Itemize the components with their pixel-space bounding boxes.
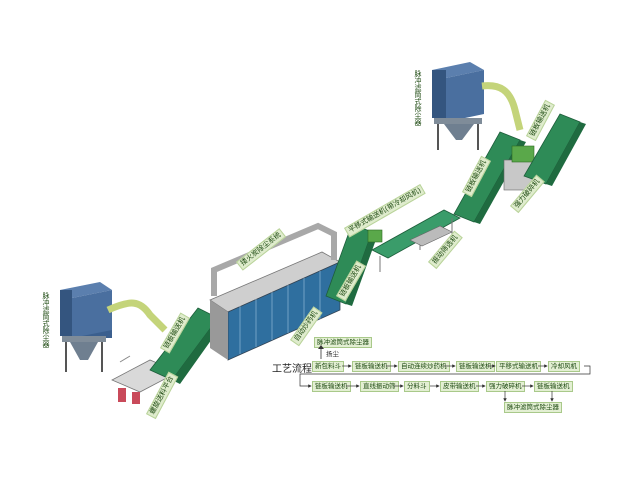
label-dust-collector-right: 脉冲滤筒式除尘器 (414, 70, 422, 126)
flow-r2-0: 链板输送机 (312, 381, 351, 392)
flow-dust-bottom: 脉冲滤筒式除尘器 (504, 402, 562, 413)
right-duct (481, 82, 524, 131)
flow-r1-1: 链板输送机 (352, 361, 391, 372)
flat-conveyor (371, 209, 461, 259)
flow-r1-0: 新包料斗 (312, 361, 344, 372)
left-dust-collector (60, 282, 112, 372)
flow-r2-5: 链板输送机 (534, 381, 573, 392)
flow-r2-3: 皮带输送机 (440, 381, 479, 392)
left-duct (106, 299, 168, 333)
stir-fry-drum (209, 222, 341, 361)
flow-dust-top: 脉冲滤筒式除尘器 (314, 337, 372, 348)
flow-r2-1: 直线振动筛 (360, 381, 399, 392)
right-dust-collector (432, 62, 484, 150)
flow-r1-4: 平移式输送机 (496, 361, 541, 372)
flow-r1-5: 冷却风机 (548, 361, 580, 372)
flow-up-arrow (318, 345, 324, 359)
label-dust-collector-left: 脉冲滤筒式除尘器 (42, 292, 50, 348)
flow-r2-2: 分料斗 (404, 381, 430, 392)
flow-note: 扬尘 (326, 350, 339, 358)
cooling-fan (367, 229, 383, 243)
flow-r1-2: 自动连续炒药机 (398, 361, 450, 372)
flow-title: 工艺流程: (272, 364, 316, 375)
